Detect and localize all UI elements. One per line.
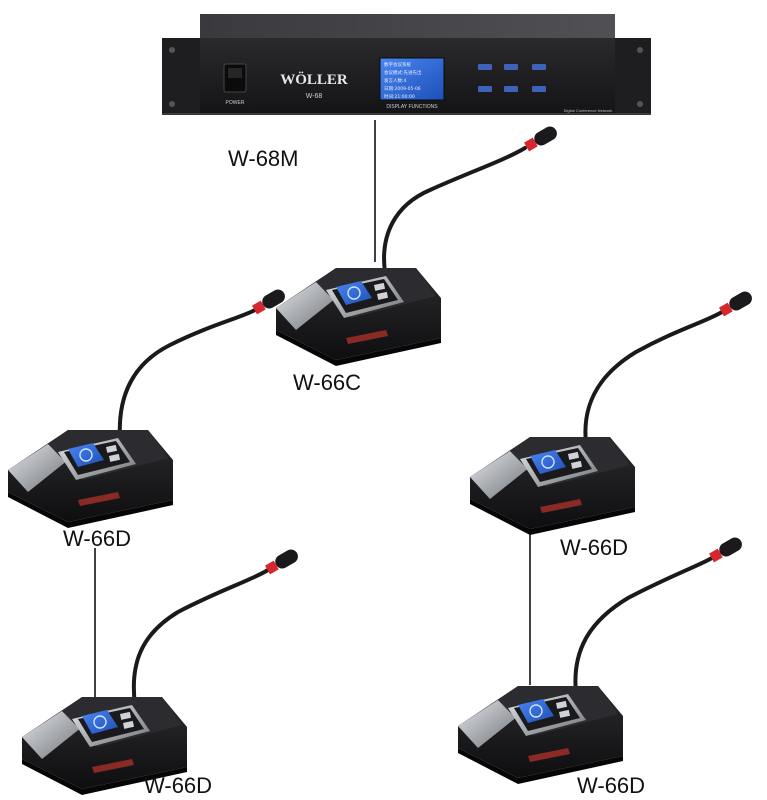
controller-keypad[interactable] bbox=[478, 64, 546, 92]
delegate-unit-right-label: W-66D bbox=[560, 535, 629, 560]
mic-heads bbox=[252, 126, 752, 575]
controller-lcd bbox=[379, 57, 445, 101]
controller-unit bbox=[162, 14, 651, 115]
controller-lcd-text: 数字会议系统 会议模式:先进先出 发言人数:4 日期:2009-05-06 时间… bbox=[384, 61, 422, 100]
controller-label: W-68M bbox=[228, 146, 299, 171]
power-label: POWER bbox=[226, 100, 245, 106]
chairman-unit bbox=[275, 267, 442, 367]
controller-model: W-68 bbox=[306, 93, 323, 100]
gooseneck-mics bbox=[117, 146, 724, 707]
delegate-unit-left bbox=[7, 429, 174, 529]
lcd-line: 日期:2009-05-06 bbox=[384, 86, 421, 92]
delegate-unit-bottom-right bbox=[457, 685, 624, 785]
delegate-unit-right bbox=[469, 436, 636, 536]
chairman-unit-label: W-66C bbox=[293, 370, 362, 395]
lcd-line: 发言人数:4 bbox=[384, 77, 407, 84]
lcd-line: 数字会议系统 bbox=[384, 61, 411, 68]
network-label: Digital Conference Network bbox=[564, 108, 613, 113]
delegate-unit-bottom-left-label: W-66D bbox=[144, 773, 213, 798]
delegate-unit-left-label: W-66D bbox=[63, 526, 132, 551]
display-functions-label: DISPLAY FUNCTIONS bbox=[386, 104, 438, 110]
delegate-unit-bottom-right-label: W-66D bbox=[577, 773, 646, 798]
lcd-line: 会议模式:先进先出 bbox=[384, 69, 422, 76]
lcd-line: 时间:21:00:00 bbox=[384, 93, 415, 100]
controller-brand: WÖLLER bbox=[280, 71, 348, 88]
